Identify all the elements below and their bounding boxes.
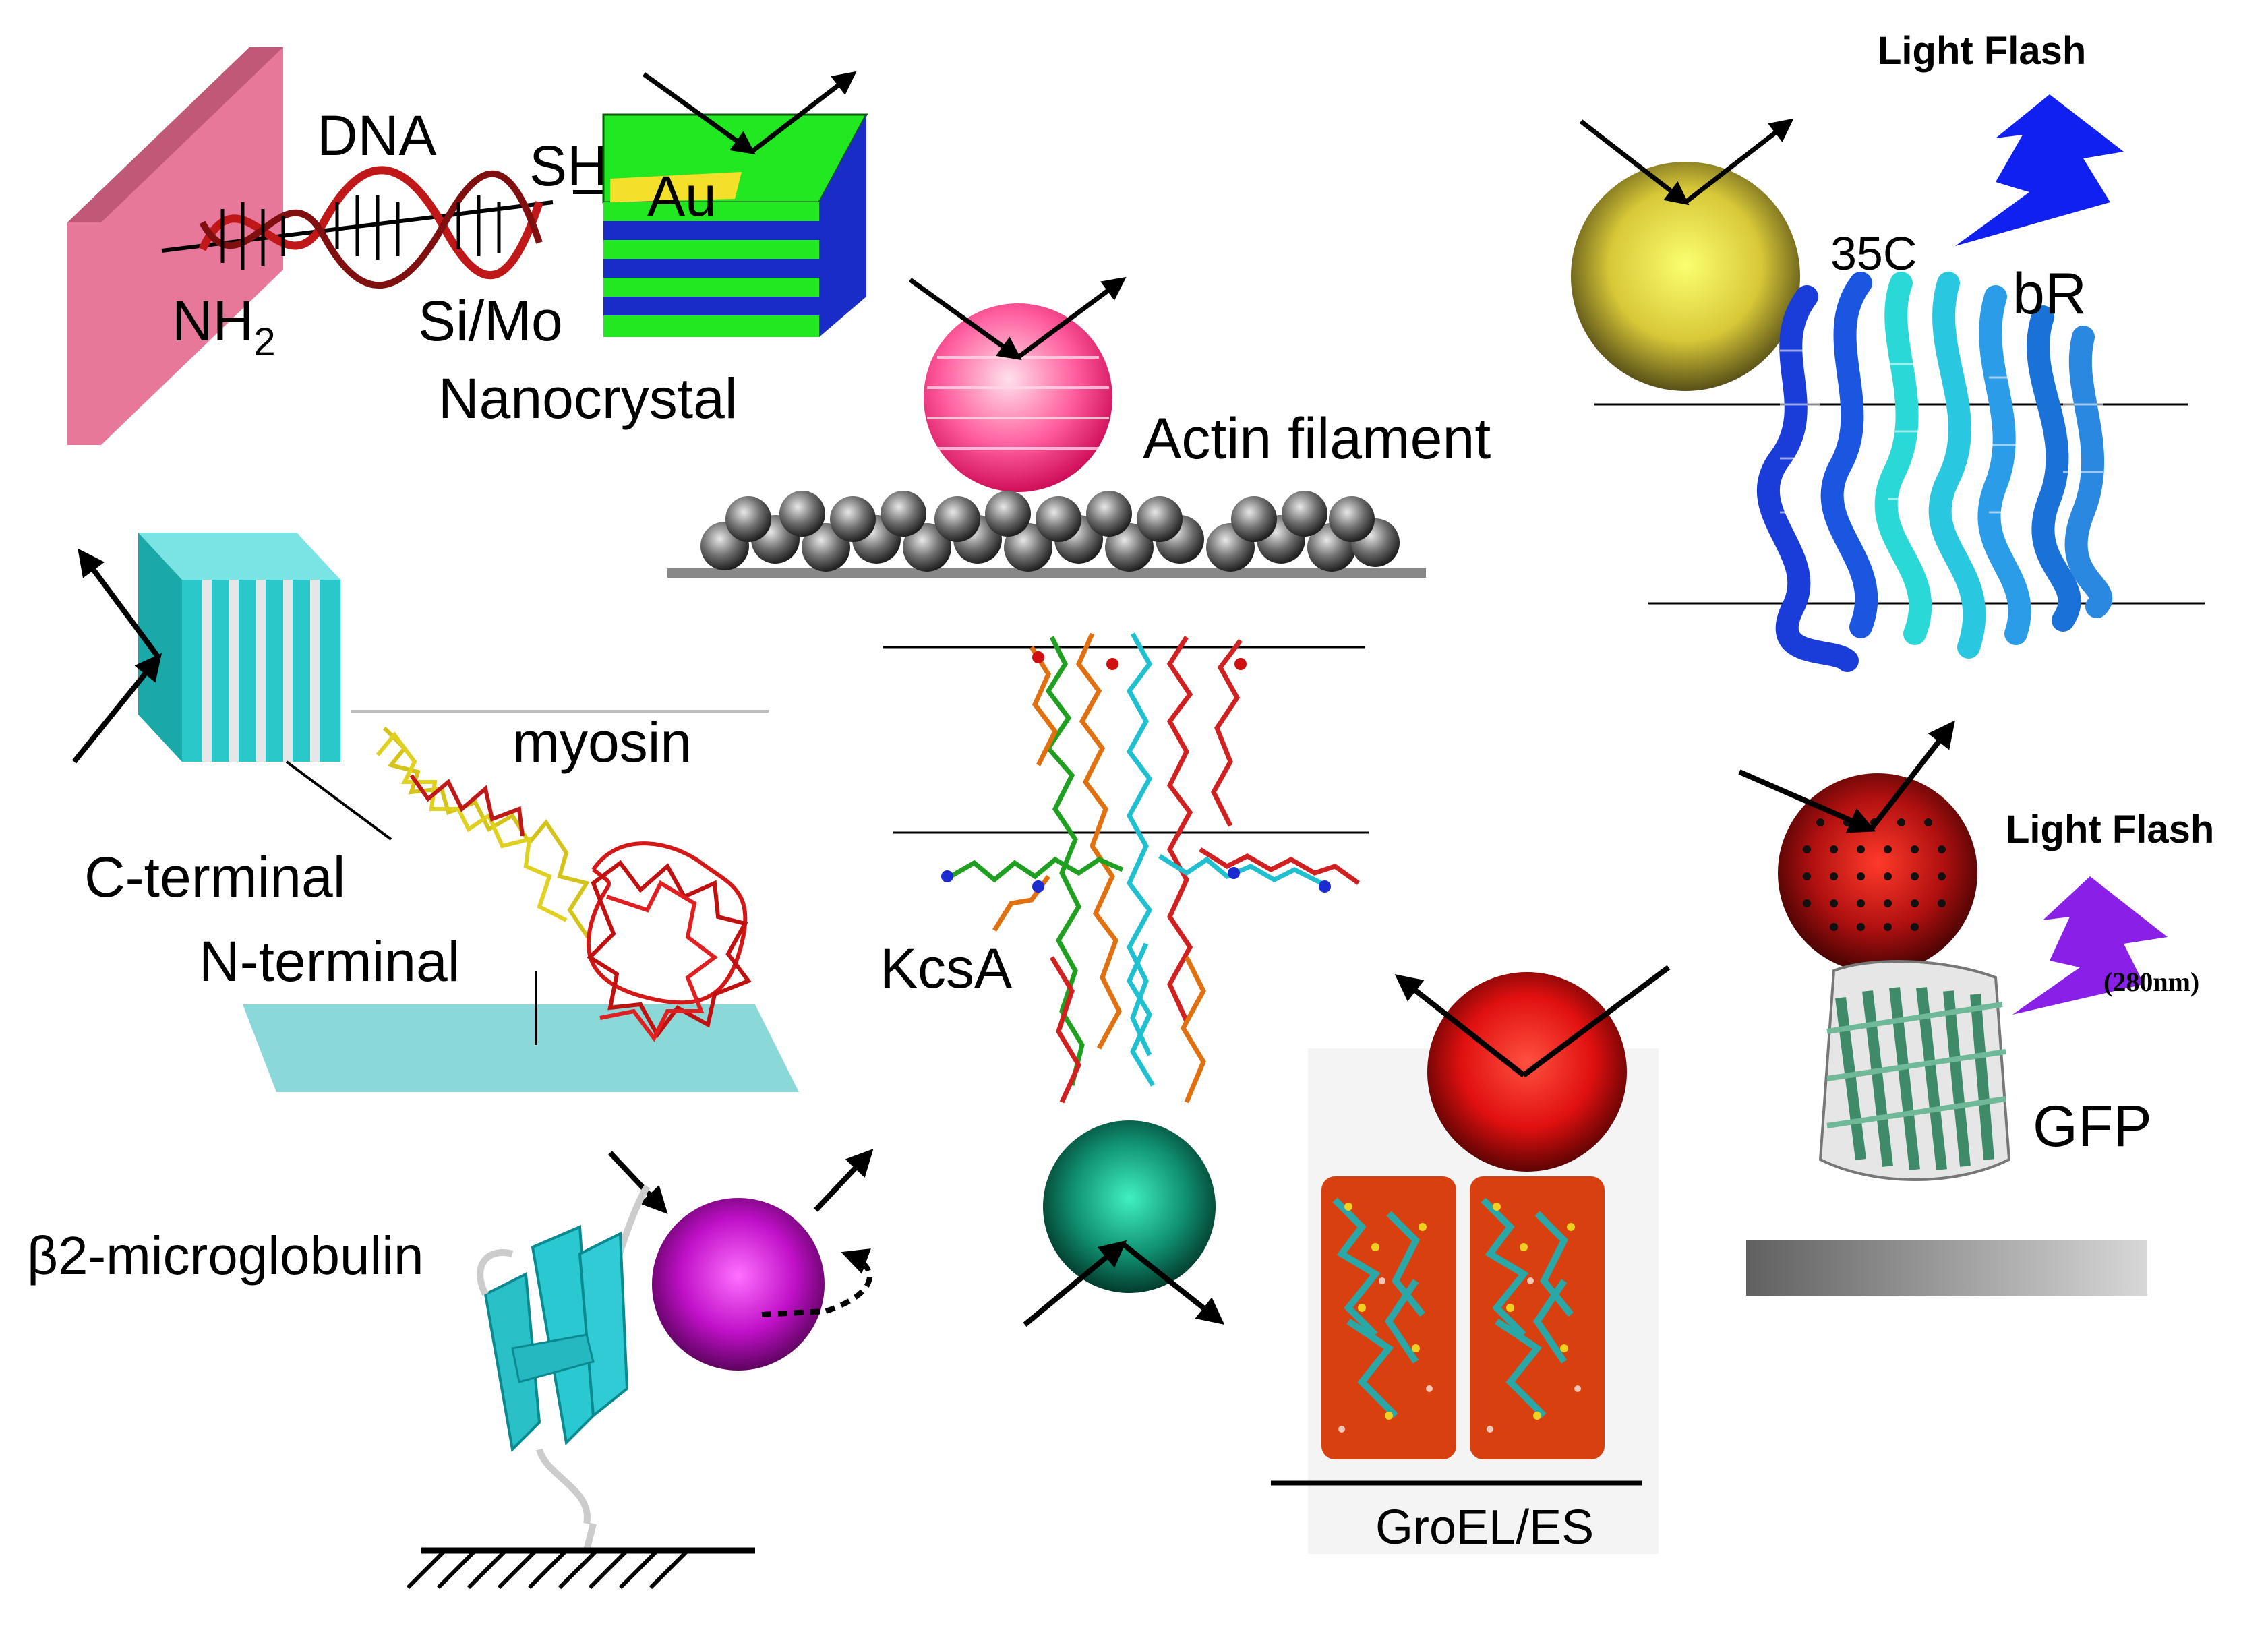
kcsa-label: KcsA [880,936,1012,1000]
yellow-probe-sphere [1571,162,1800,391]
myosin-module: myosin C-terminal N-terminal [74,533,799,1092]
light-flash-top-label: Light Flash [1878,29,2086,73]
c35-label: 35C [1830,227,1917,280]
simo-label: Si/Mo [418,289,563,353]
nanocrystal-label: Nanocrystal [438,367,738,430]
gfp-substrate-bar [1746,1240,2147,1296]
cyan-crystal-striped-face [182,580,340,762]
gfp-label: GFP [2033,1094,2152,1159]
b2m-label: β2-microglobulin [27,1226,423,1286]
gfp-barrel [1820,961,2009,1180]
magenta-probe-sphere [652,1198,825,1371]
b2m-protein [480,1186,647,1550]
wavelength-label: (280nm) [2103,967,2199,997]
myosin-label: myosin [512,711,692,774]
myosin-substrate [243,1004,799,1092]
br-label: bR [2012,262,2087,326]
simo-nanocrystal-block: Au [603,74,866,337]
au-label: Au [647,164,717,228]
pink-probe-sphere [924,303,1112,492]
b2m-module: β2-microglobulin [27,1153,870,1588]
dna-label: DNA [317,104,436,167]
gfp-module: Light Flash (280nm) GFP [1739,725,2214,1296]
br-module: Light Flash 35C bR [1571,29,2205,661]
actin-bead-chain [700,491,1400,572]
groel-label: GroEL/ES [1375,1501,1594,1555]
sh-label: SH [529,134,608,198]
groel-module: GroEL/ES [1271,967,1669,1555]
lightning-bolt-blue-icon [1955,94,2124,246]
n-terminal-label: N-terminal [199,930,460,993]
teal-probe-sphere [1043,1120,1216,1293]
c-terminal-label: C-terminal [84,845,345,909]
pink-substrate-plate [67,47,283,445]
light-flash-right-label: Light Flash [2006,808,2214,851]
actin-label: Actin filament [1143,406,1491,471]
kcsa-protein [951,634,1359,1102]
kcsa-module: KcsA [880,634,1369,1325]
